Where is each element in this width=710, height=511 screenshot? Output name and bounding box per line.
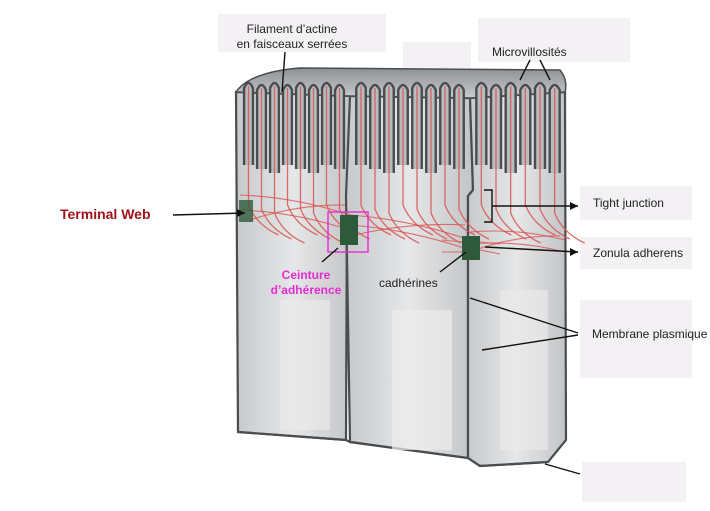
- leader-micro-1: [519, 59, 531, 81]
- actin-bundle: [402, 88, 434, 236]
- leader-bottom: [544, 463, 581, 475]
- microvilli-group: [242, 81, 561, 173]
- label-box-filament: [218, 14, 386, 52]
- leader-zonula: [484, 246, 579, 253]
- actin-bundle: [299, 86, 331, 240]
- leader-filament: [281, 51, 286, 93]
- terminal-web-filament: [354, 223, 466, 236]
- actin-bundle: [286, 88, 318, 236]
- cell-group: [234, 67, 568, 468]
- actin-bundle: [510, 86, 541, 244]
- arrow-zonula: [570, 248, 578, 256]
- cadherin-junction-middle: [340, 215, 358, 245]
- leader-membrane-1: [469, 297, 579, 334]
- actin-bundle: [444, 86, 476, 236]
- leader-cadherines: [439, 251, 467, 273]
- label-zonula-adherens: Zonula adherens: [593, 246, 684, 260]
- actin-bundle: [388, 86, 420, 244]
- label-filament-actine: Filament d’actine en faisceaux serrées: [224, 22, 360, 52]
- cell-middle-face: [392, 310, 452, 450]
- label-ceinture-adherence: Ceinture d’adhérence: [258, 268, 354, 298]
- label-microvillosites: Microvillosités: [492, 45, 567, 59]
- junction-left: [239, 200, 253, 222]
- arrow-terminal-web: [237, 209, 245, 217]
- label-ceinture-line1: Ceinture: [281, 268, 331, 282]
- label-filament-line2: en faisceaux serrées: [236, 37, 348, 51]
- leader-lines: [172, 51, 581, 475]
- terminal-web-filament: [469, 230, 566, 241]
- actin-bundle: [312, 88, 344, 244]
- label-box-zonula: [580, 237, 692, 269]
- label-box-blank: [403, 42, 471, 68]
- terminal-web-filament: [349, 224, 471, 251]
- leader-terminal-web: [172, 212, 246, 216]
- arrow-tight: [570, 202, 578, 210]
- actin-bundle: [524, 88, 556, 236]
- label-tight-junction: Tight junction: [593, 196, 664, 210]
- label-ceinture-line2: d’adhérence: [270, 283, 342, 297]
- label-cadherines: cadhérines: [379, 276, 438, 290]
- actin-bundle: [539, 86, 571, 240]
- label-filament-line1: Filament d’actine: [246, 22, 338, 36]
- actin-bundle: [360, 86, 392, 236]
- leader-micro-2: [539, 59, 551, 81]
- actin-bundle: [260, 88, 292, 240]
- actin-bundle: [430, 88, 462, 244]
- label-box-bottom: [582, 462, 686, 502]
- terminal-web-filament: [349, 214, 471, 241]
- leader-membrane-2: [481, 334, 579, 351]
- actin-bundle: [495, 88, 527, 240]
- label-terminal-web: Terminal Web: [60, 206, 151, 222]
- ceinture-highlight-box: [327, 211, 369, 253]
- label-box-membrane: [580, 300, 692, 378]
- label-membrane-plasmique: Membrane plasmique: [592, 327, 708, 341]
- terminal-web-filament: [249, 204, 346, 221]
- label-box-tight: [580, 186, 692, 220]
- actin-bundle: [374, 88, 406, 240]
- label-box-microvillosites: [478, 18, 630, 62]
- cell-right-face: [500, 290, 548, 450]
- cadherin-junction-right: [462, 236, 480, 260]
- leader-ceinture: [321, 247, 339, 263]
- terminal-web-filament: [474, 235, 561, 251]
- actin-bundle: [554, 88, 585, 244]
- cell-left-face: [280, 300, 330, 430]
- actin-bundle: [480, 86, 512, 236]
- actin-bundle: [458, 88, 490, 240]
- cadherin-dots: [441, 239, 501, 255]
